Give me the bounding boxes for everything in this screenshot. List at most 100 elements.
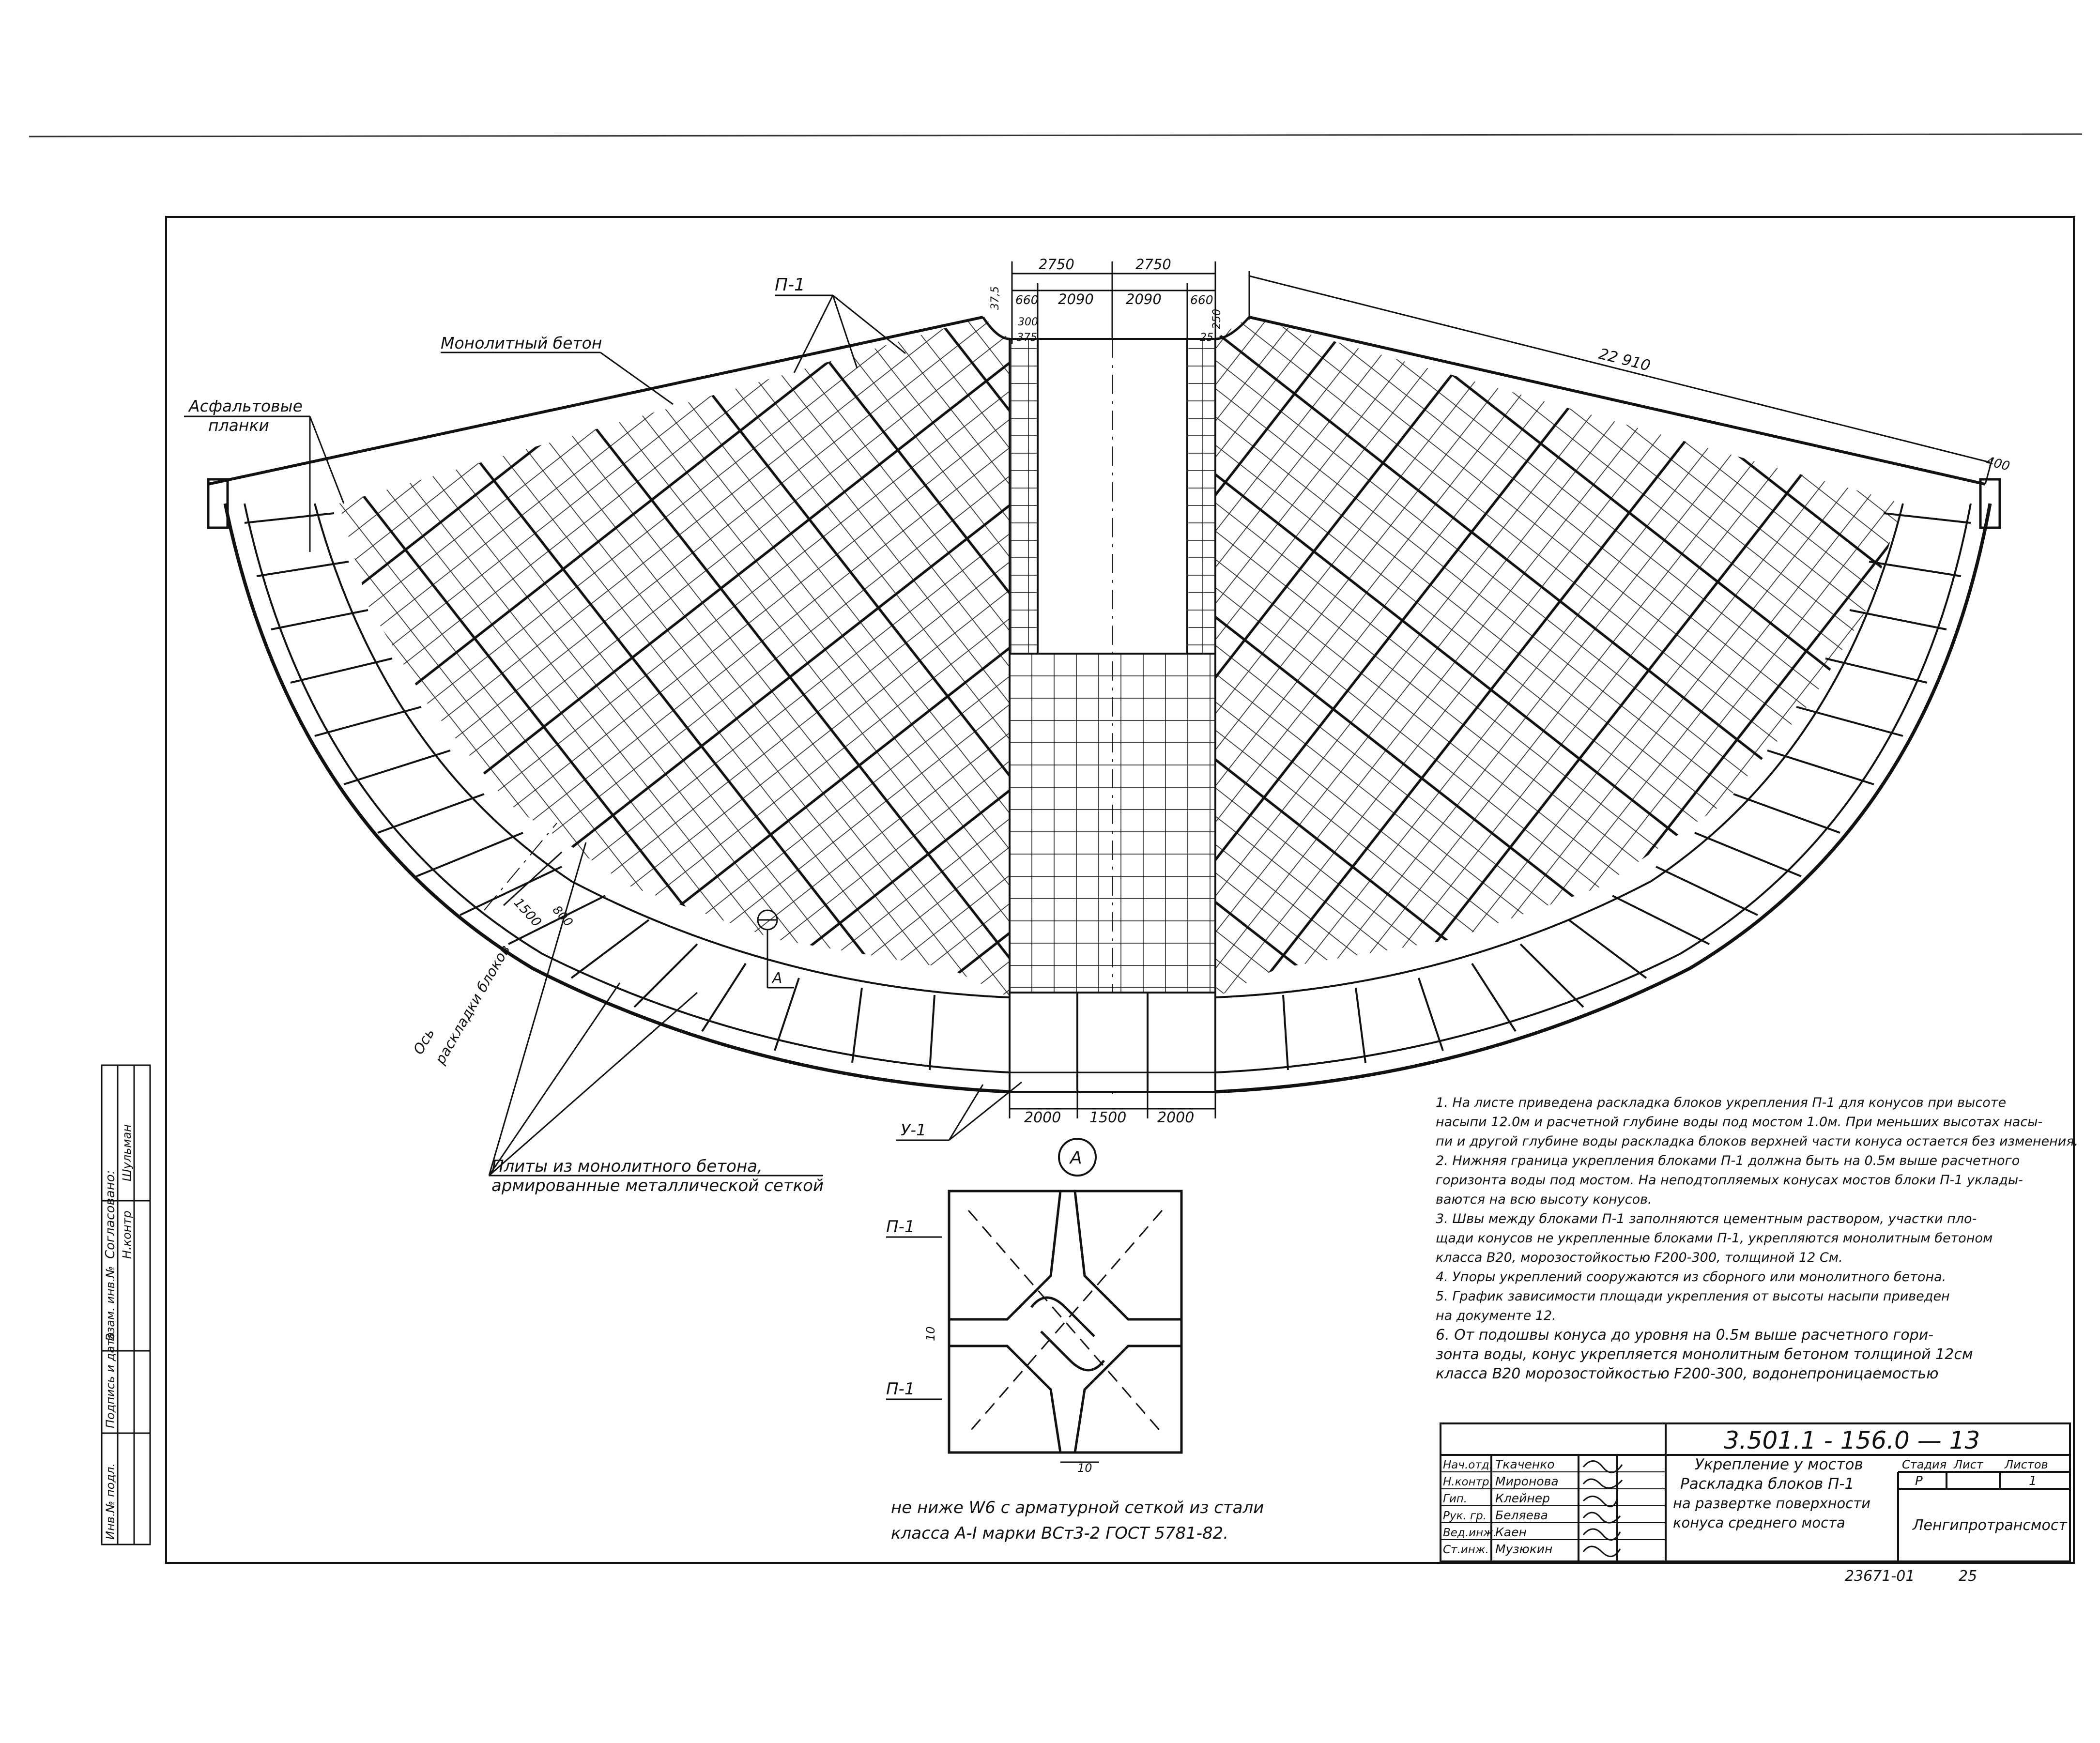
title-sheets-header: Листов [2004,1458,2048,1471]
note-line: щади конусов не укрепленные блоками П-1,… [1436,1231,1993,1246]
title-line-2: Раскладка блоков П-1 [1680,1475,1854,1493]
dim-300: 300 [1018,316,1038,328]
top-dimension-chain [1011,261,1216,344]
note-line: 6. От подошвы конуса до уровня на 0.5м в… [1436,1327,1934,1344]
side-stamp-replace: Взам. инв.№ [104,1266,117,1341]
slabs-leaders [488,842,823,1177]
dim-25: 25 [1200,332,1213,344]
detail-a-circle [1058,1138,1097,1177]
side-stamp-inv: Инв.№ подл. [104,1463,117,1540]
left-end-stop [207,478,229,529]
note-line: горизонта воды под мостом. На неподтопля… [1436,1173,2023,1188]
title-line-1: Укрепление у мостов [1695,1456,1863,1473]
title-org: Ленгипротрансмост [1912,1517,2068,1534]
dim-1500: 1500 [1089,1109,1126,1126]
side-stamp-agreed: Согласовано: [103,1170,118,1259]
right-outer-arc [1215,503,1992,1094]
drawing-frame [165,216,2075,1564]
right-inner-arc [1215,503,1972,1073]
detail-a: А П-1 П-1 10 10 [886,1138,1183,1475]
note-line: на документе 12. [1436,1308,1556,1323]
note-line: 3. Швы между блоками П-1 заполняются цем… [1436,1211,1977,1226]
dim-250: 250 [1211,309,1223,329]
dim-660-left: 660 [1015,293,1039,307]
block-axis-line [484,823,557,911]
role-2: Гип. [1443,1493,1467,1505]
role-5: Ст.инж. [1443,1544,1489,1556]
detail-dim-10-a: 10 [924,1326,937,1341]
u1-leaders [896,1081,1022,1141]
channel-left-strip [1009,338,1039,655]
title-stage: Р [1915,1474,1923,1488]
dim-line-22910 [1249,275,1991,463]
label-slabs-2: армированные металлической сеткой [491,1176,824,1195]
dim-375: 375 [1017,332,1037,344]
name-4: Каен [1495,1525,1527,1539]
label-monolith: Монолитный бетон [441,334,602,352]
title-line-4: конуса среднего моста [1673,1514,1845,1531]
title-sheets: 1 [2029,1474,2037,1488]
note-line: 5. График зависимости площади укрепления… [1436,1289,1950,1304]
note-line: зонта воды, конус укрепляется монолитным… [1436,1346,1973,1363]
right-cone-layout [1215,271,2001,1094]
dim-37-5: 37,5 [989,286,1001,310]
label-slabs-1: Плиты из монолитного бетона, [491,1157,763,1176]
side-stamp-name: Шульман [120,1124,134,1181]
dim-800-block: 800 [550,903,576,930]
dim-2090-right: 2090 [1126,291,1162,307]
left-abutment-cutout [981,316,1010,340]
signature-scribbles [1582,1460,1623,1557]
section-a-label: А [771,970,782,987]
note-line: класса В20, морозостойкостью F200-300, т… [1436,1250,1843,1265]
left-block-field [339,317,1010,997]
general-notes: 1. На листе приведена раскладка блоков у… [1436,1093,2079,1384]
detail-dim-10-b: 10 [1077,1461,1092,1475]
p1-leaders [775,294,906,373]
scan-edge-line [29,133,2083,138]
title-line-3: на развертке поверхности [1673,1495,1870,1512]
left-outer-arc [223,503,1010,1094]
archive-number: 23671-01 [1845,1568,1915,1585]
dim-2090-left: 2090 [1058,291,1094,307]
detail-label-p1-top: П-1 [886,1217,915,1237]
dim-2750-left: 2750 [1039,256,1074,273]
channel-bottom-slabs [1009,992,1216,1093]
side-stamp-signature-date: Подпись и дата [104,1332,117,1428]
left-slab-inner-boundary [314,503,1010,998]
left-outer-edge [208,316,983,486]
left-radial-slab-lines [244,512,935,1070]
name-3: Беляева [1495,1508,1548,1522]
right-block-field [1215,317,1903,997]
role-1: Н.контр. [1443,1476,1493,1488]
title-sheet-header: Лист [1953,1458,1984,1471]
note-line: 1. На листе приведена раскладка блоков у… [1436,1095,2007,1110]
note-line: ваются на всю высоту конусов. [1436,1192,1652,1207]
role-4: Вед.инж. [1443,1527,1497,1539]
dim-660-right: 660 [1190,293,1213,307]
left-inner-arc [244,503,1010,1073]
label-axis-2: раскладки блоков [431,942,513,1068]
right-abutment-cutout [1215,316,1250,340]
label-asphalt-2: планки [208,416,269,435]
central-channel [981,316,1250,1094]
role-0: Нач.отд. [1443,1459,1493,1471]
label-p1-top: П-1 [775,275,805,295]
detail-label-p1-bottom: П-1 [886,1379,915,1399]
right-radial-slab-lines [1282,512,1971,1070]
side-stamp [101,1064,151,1545]
note-line: 2. Нижняя граница укрепления блоками П-1… [1436,1153,2020,1168]
right-slab-inner-boundary [1215,503,1904,998]
name-1: Миронова [1495,1474,1559,1488]
name-0: Ткаченко [1495,1457,1555,1471]
dim-2000-left: 2000 [1024,1109,1061,1126]
detail-a-joints [949,1191,1181,1453]
label-asphalt-1: Асфальтовые [188,397,303,415]
note-line: насыпи 12.0м и расчетной глубине воды по… [1436,1115,2043,1130]
title-stage-header: Стадия [1902,1458,1947,1471]
role-3: Рук. гр. [1443,1510,1487,1522]
note-line: 4. Упоры укреплений сооружаются из сборн… [1436,1269,1947,1284]
notes-tail-1: не ниже W6 с арматурной сеткой из стали [891,1498,1264,1517]
note-line: пи и другой глубине воды раскладка блоко… [1436,1134,2079,1149]
page-number: 25 [1959,1568,1977,1585]
